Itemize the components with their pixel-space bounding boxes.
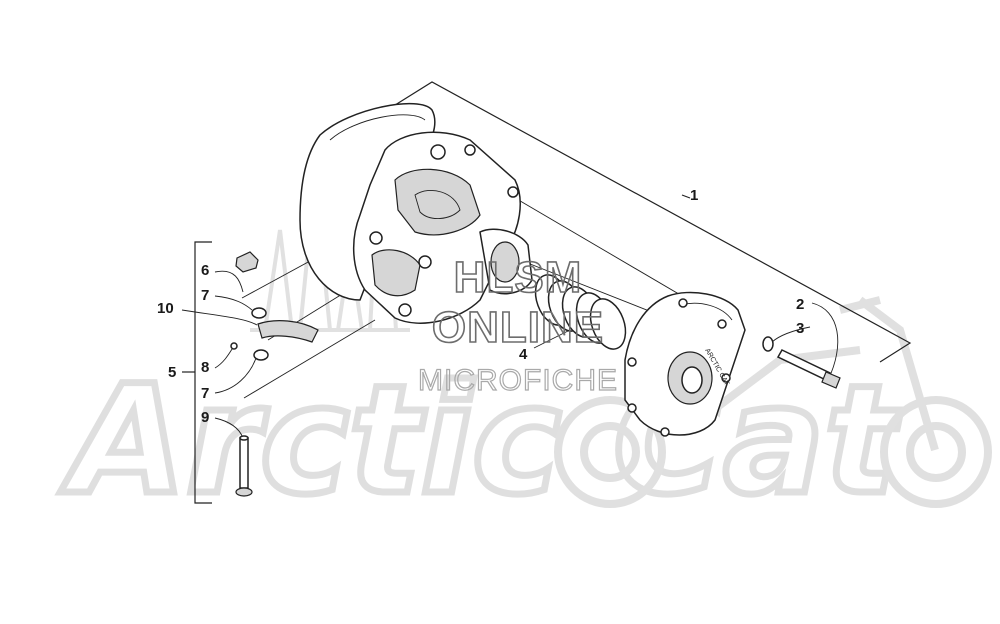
watermark-line2: ONLINE xyxy=(432,303,604,352)
callout-7-upper: 7 xyxy=(201,287,209,304)
pin xyxy=(239,437,249,489)
hardware-bracket-5 xyxy=(182,241,212,504)
callout-3: 3 xyxy=(796,320,804,337)
clutch-spring xyxy=(534,274,627,350)
callout-7-lower: 7 xyxy=(201,385,209,402)
watermark-line1: HLSM xyxy=(454,253,583,302)
hardware-parts xyxy=(230,251,319,497)
callout-8: 8 xyxy=(201,359,209,376)
callout-6: 6 xyxy=(201,262,209,279)
motorcycle-watermark-icon xyxy=(554,296,992,508)
callout-2: 2 xyxy=(796,296,804,313)
callout-5: 5 xyxy=(168,364,176,381)
nut xyxy=(235,251,259,273)
callout-9: 9 xyxy=(201,409,209,426)
drive-clutch-assembly xyxy=(299,103,533,324)
callout-4: 4 xyxy=(519,346,528,363)
brand-watermark-text: Arctic Cat xyxy=(60,354,902,528)
clutch-cover: ARCTIC CAT xyxy=(624,291,746,437)
callout-10: 10 xyxy=(157,300,174,317)
brand-watermark: Arctic Cat xyxy=(57,109,992,532)
arm xyxy=(257,320,319,343)
hlsm-watermark: HLSM ONLINE MICROFICHE xyxy=(417,252,618,397)
callout-labels: 1 2 3 4 5 6 7 7 8 9 10 xyxy=(157,187,804,426)
cover-bolt xyxy=(762,336,841,389)
watermark-line3: MICROFICHE xyxy=(418,364,618,397)
callout-1: 1 xyxy=(690,187,698,204)
